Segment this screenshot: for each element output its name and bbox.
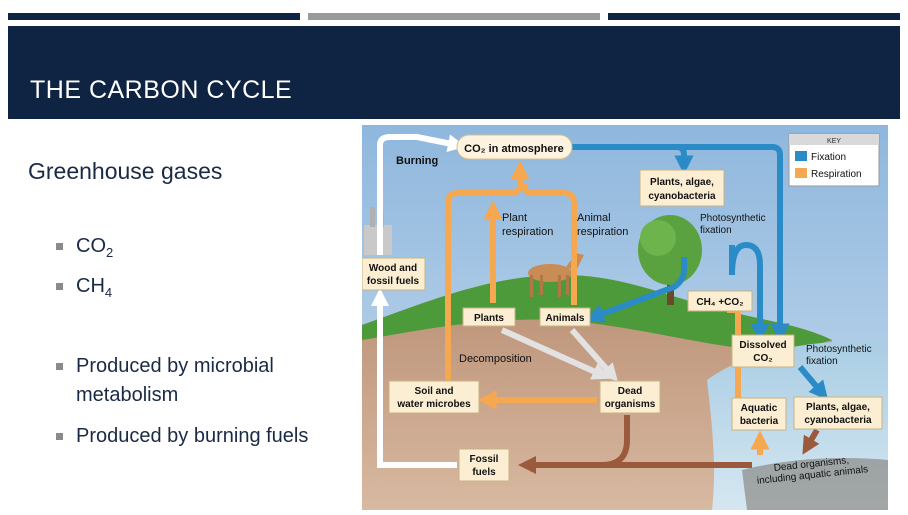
decomposition-arrow-animals xyxy=(569,328,618,382)
tree-canopy-highlight xyxy=(640,220,676,256)
wood-fossil-line2: fossil fuels xyxy=(367,276,420,287)
photosynthetic-fixation-bottom-line2: fixation xyxy=(806,356,838,367)
animals-box: Animals xyxy=(539,307,591,327)
photosynthetic-fixation-top-line1: Photosynthetic xyxy=(700,213,766,224)
decomposition-arrow-plants xyxy=(500,327,611,380)
bullet-ch4-main: CH xyxy=(76,275,105,297)
wood-fossil-fuels-box: Wood and fossil fuels xyxy=(361,257,426,291)
legend-respiration-label: Respiration xyxy=(811,169,862,180)
plants-box: Plants xyxy=(462,307,516,327)
plants-algae-top-box: Plants, algae, cyanobacteria xyxy=(639,169,725,207)
factory-chimney xyxy=(370,207,375,227)
animal-respiration-line1: Animal xyxy=(577,212,611,224)
fixation-arrow-to-aquatic-plants xyxy=(797,365,829,401)
fossil-fuel-return-arrow xyxy=(371,288,457,468)
dissolved-co2-line1: Dissolved xyxy=(739,340,786,351)
diagram-legend: KEY Fixation Respiration xyxy=(788,133,880,187)
aquatic-bacteria-line1: Aquatic xyxy=(741,403,778,414)
death-arrow-aquatic xyxy=(802,428,820,455)
bullet-microbial-line1: Produced by microbial xyxy=(76,355,274,377)
ch4-co2-label: CH₄ +CO₂ xyxy=(696,297,743,308)
bullet-co2: CO2 xyxy=(56,232,114,267)
bullet-marker xyxy=(56,433,63,440)
dead-organisms-box: Dead organisms xyxy=(599,380,661,414)
bullet-burning-line1: Produced by burning fuels xyxy=(76,425,309,447)
ch4-co2-box: CH₄ +CO₂ xyxy=(687,290,753,312)
aquatic-bacteria-line2: bacteria xyxy=(740,416,779,427)
respiration-arrow-microbes xyxy=(445,160,530,383)
bullet-marker xyxy=(56,283,63,290)
dissolved-co2-box: Dissolved CO₂ xyxy=(731,334,795,368)
soil-microbes-line1: Soil and xyxy=(415,386,454,397)
dead-organisms-line2: organisms xyxy=(605,399,656,410)
plants-label: Plants xyxy=(474,313,504,324)
bullet-marker xyxy=(56,243,63,250)
fossil-fuels-line1: Fossil xyxy=(470,454,499,465)
bullet-co2-sub: 2 xyxy=(106,245,114,260)
soil-microbes-box: Soil and water microbes xyxy=(388,380,480,414)
top-bar-left xyxy=(8,13,300,20)
fossil-fuels-line2: fuels xyxy=(472,467,496,478)
carbon-cycle-svg: CO₂ in atmosphere Burning Plants, algae,… xyxy=(361,125,888,510)
sediment-floor xyxy=(742,458,888,510)
fixation-arrow-ch4-loop xyxy=(729,241,770,343)
bullet-burning: Produced by burning fuels xyxy=(56,422,309,451)
photosynthetic-fixation-top-line2: fixation xyxy=(700,225,732,236)
dissolved-co2-line2: CO₂ xyxy=(753,353,772,364)
plants-algae-bottom-line2: cyanobacteria xyxy=(804,415,872,426)
fixation-arrow-to-animals xyxy=(585,257,687,323)
plants-algae-top-line2: cyanobacteria xyxy=(648,191,716,202)
bullet-ch4: CH4 xyxy=(56,272,113,307)
bullet-microbial: Produced by microbial metabolism xyxy=(56,352,274,410)
top-bar-right xyxy=(608,13,900,20)
plant-respiration-line2: respiration xyxy=(502,226,553,238)
photosynthetic-fixation-bottom-line1: Photosynthetic xyxy=(806,344,872,355)
legend-respiration-swatch xyxy=(795,168,807,178)
legend-title: KEY xyxy=(827,138,841,145)
slide-subtitle: Greenhouse gases xyxy=(28,158,223,184)
carbon-cycle-diagram: CO₂ in atmosphere Burning Plants, algae,… xyxy=(361,125,888,510)
bullet-microbial-line2: metabolism xyxy=(76,384,179,406)
fossil-fuels-box: Fossil fuels xyxy=(458,448,510,482)
respiration-arrow-animals xyxy=(521,182,577,305)
plants-algae-bottom-box: Plants, algae, cyanobacteria xyxy=(793,396,883,430)
aquatic-bacteria-box: Aquatic bacteria xyxy=(731,397,787,431)
wood-fossil-line1: Wood and xyxy=(369,263,417,274)
co2-atmosphere-box: CO₂ in atmosphere xyxy=(456,134,573,160)
title-banner: THE CARBON CYCLE xyxy=(8,26,900,119)
burning-arrow xyxy=(377,134,466,255)
dead-organisms-line1: Dead xyxy=(618,386,642,397)
soil-microbes-line2: water microbes xyxy=(396,399,471,410)
plants-algae-bottom-line1: Plants, algae, xyxy=(806,402,870,413)
co2-atmosphere-label: CO₂ in atmosphere xyxy=(464,143,564,155)
decomposition-label: Decomposition xyxy=(459,353,532,365)
bullet-marker xyxy=(56,363,63,370)
animal-respiration-line2: respiration xyxy=(577,226,628,238)
legend-fixation-label: Fixation xyxy=(811,152,846,163)
page-title: THE CARBON CYCLE xyxy=(30,76,293,104)
plant-respiration-line1: Plant xyxy=(502,212,527,224)
bullet-co2-main: CO xyxy=(76,235,106,257)
plants-algae-top-line1: Plants, algae, xyxy=(650,177,714,188)
legend-fixation-swatch xyxy=(795,151,807,161)
animals-label: Animals xyxy=(546,313,585,324)
top-bar-middle xyxy=(308,13,600,20)
fixation-arrow-to-dissolved xyxy=(632,144,790,343)
burning-label: Burning xyxy=(396,155,438,167)
bullet-ch4-sub: 4 xyxy=(104,285,113,300)
